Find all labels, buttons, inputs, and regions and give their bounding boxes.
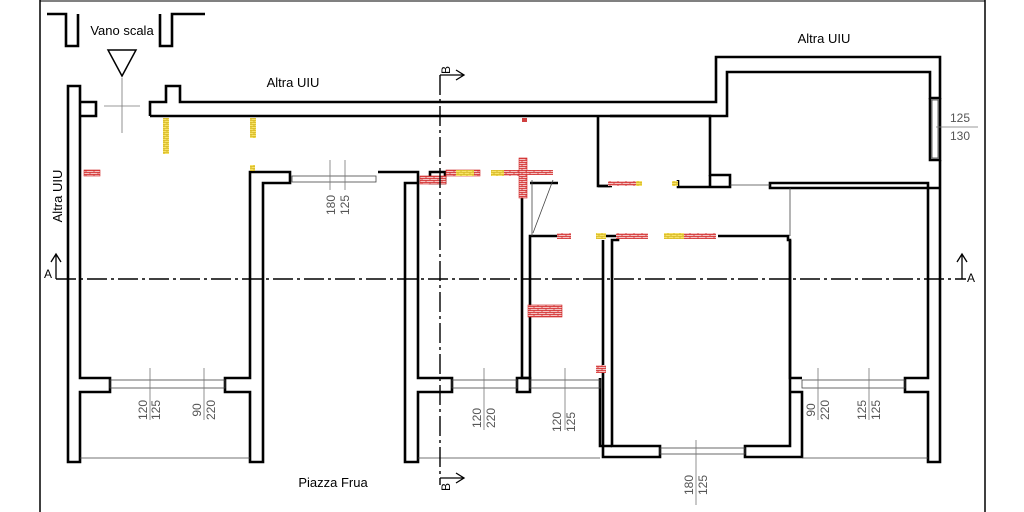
other-unit-top-label: Altra UIU	[267, 75, 320, 90]
section-b-top: B	[439, 66, 453, 74]
section-b-bottom: B	[439, 483, 453, 491]
dim-label: 220	[484, 408, 498, 428]
other-unit-top-right-label: Altra UIU	[798, 31, 851, 46]
section-a-left: A	[44, 267, 52, 281]
dim-label: 120	[550, 412, 564, 432]
dim-label: 125	[869, 400, 883, 420]
dim-label: 120	[136, 400, 150, 420]
dim-label: 120	[470, 408, 484, 428]
square-label: Piazza Frua	[298, 475, 368, 490]
perimeter-walls	[66, 55, 942, 464]
dim-label: 125	[338, 195, 352, 215]
dim-label: 125	[564, 412, 578, 432]
windows	[80, 99, 939, 459]
dim-label: 90	[804, 403, 818, 417]
dim-label: 180	[682, 475, 696, 495]
section-axes	[50, 69, 968, 485]
stair-arrow-icon	[104, 49, 140, 133]
dim-label: 130	[950, 129, 970, 143]
dimension-labels: 180 125 125 130 120 125 90 220 120 220 1…	[136, 111, 978, 505]
dim-label: 125	[696, 475, 710, 495]
dim-label: 220	[204, 400, 218, 420]
other-unit-left-label: Altra UIU	[50, 170, 65, 223]
stair-walls	[47, 12, 205, 48]
dim-label: 125	[149, 400, 163, 420]
dim-label: 220	[818, 400, 832, 420]
dim-label: 125	[855, 400, 869, 420]
dim-label: 125	[950, 111, 970, 125]
stair-label: Vano scala	[90, 23, 154, 38]
hatches	[83, 118, 716, 373]
dim-label: 90	[190, 403, 204, 417]
section-a-right: A	[967, 271, 975, 285]
dim-label: 180	[324, 195, 338, 215]
